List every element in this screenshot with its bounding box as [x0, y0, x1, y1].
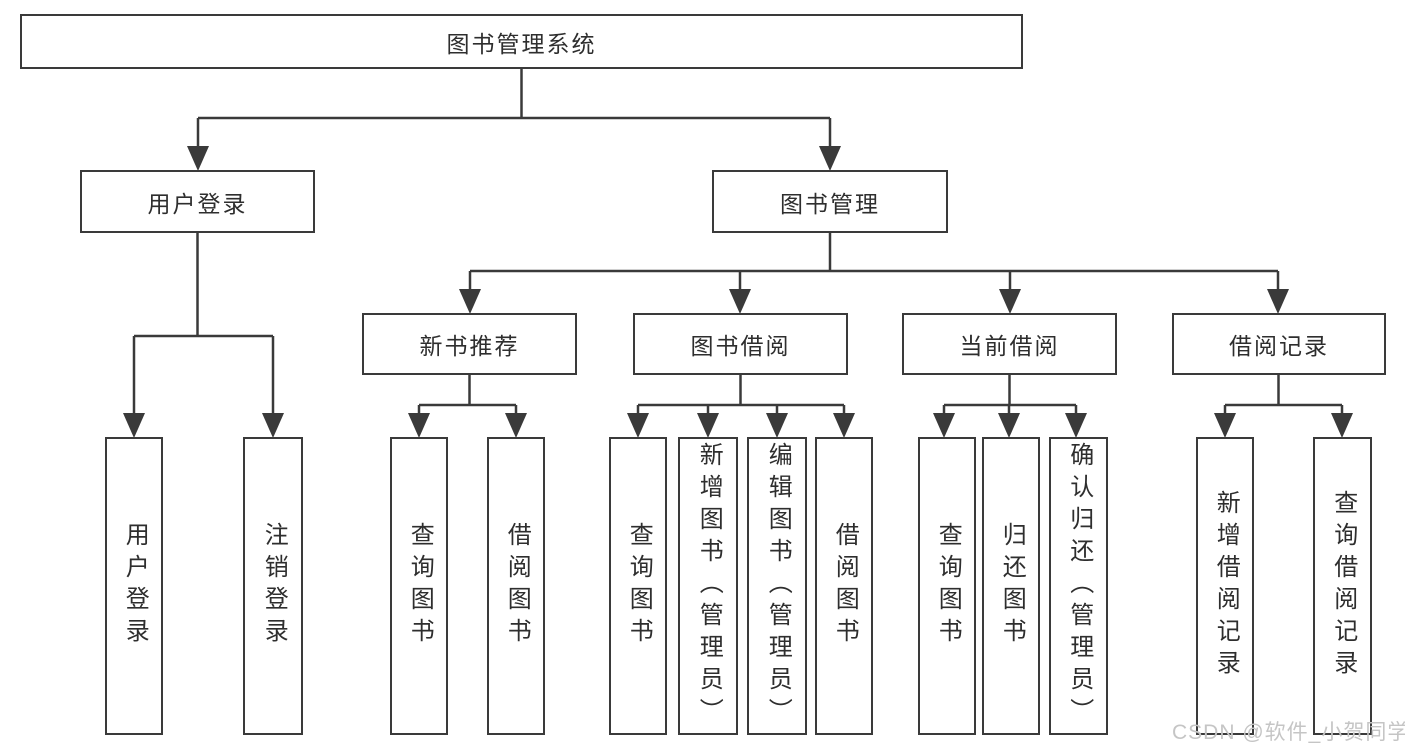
node-new-book-recommend: 新书推荐 [362, 313, 577, 375]
leaf-add-books-admin: 新增图书（管理员） [678, 437, 738, 735]
leaf-add-borrow-record: 新增借阅记录 [1196, 437, 1254, 735]
leaf-query-books: 查询图书 [390, 437, 448, 735]
leaf-user-login: 用户登录 [105, 437, 163, 735]
arrowheads [123, 146, 1353, 438]
leaf-return-books: 归还图书 [982, 437, 1040, 735]
leaf-edit-books-admin: 编辑图书（管理员） [747, 437, 807, 735]
leaf-query-books: 查询图书 [918, 437, 976, 735]
node-current-borrow: 当前借阅 [902, 313, 1117, 375]
node-book-management: 图书管理 [712, 170, 948, 233]
leaf-confirm-return-admin: 确认归还（管理员） [1049, 437, 1108, 735]
node-book-borrow: 图书借阅 [633, 313, 848, 375]
csdn-watermark: CSDN @软件_小贺同学 [1172, 721, 1405, 744]
node-library-management-system: 图书管理系统 [20, 14, 1023, 69]
leaf-query-borrow-record: 查询借阅记录 [1313, 437, 1372, 735]
node-user-login: 用户登录 [80, 170, 315, 233]
leaf-query-books: 查询图书 [609, 437, 667, 735]
leaf-borrow-books: 借阅图书 [487, 437, 545, 735]
node-borrow-record: 借阅记录 [1172, 313, 1386, 375]
leaf-logout-login: 注销登录 [243, 437, 303, 735]
leaf-borrow-books: 借阅图书 [815, 437, 873, 735]
